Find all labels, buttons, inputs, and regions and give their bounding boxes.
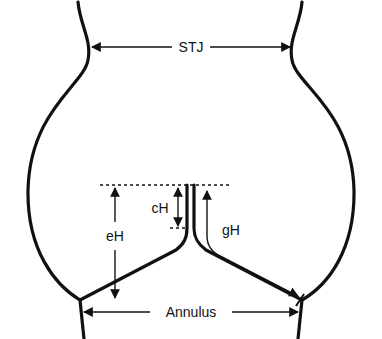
- gh-label: gH: [220, 222, 242, 238]
- eh-label: eH: [104, 228, 126, 244]
- coaptation-top-dashed: [100, 184, 232, 185]
- annulus-dimension-right: [232, 311, 298, 312]
- right-leaflet: [194, 185, 302, 300]
- coaptation-bottom-dashed: [170, 227, 187, 228]
- stj-dimension-right: [210, 46, 290, 47]
- gh-dimension: [207, 191, 298, 296]
- annulus-dimension-left: [84, 311, 150, 312]
- stj-label: STJ: [177, 39, 206, 55]
- eh-dimension-lower: [114, 250, 115, 298]
- ch-label: cH: [149, 200, 170, 216]
- left-root-wall: [28, 2, 89, 339]
- annulus-label: Annulus: [164, 304, 219, 320]
- eh-dimension-upper: [114, 188, 115, 222]
- annulus-tick: [296, 294, 304, 306]
- left-leaflet: [80, 185, 187, 300]
- right-root-wall: [291, 2, 354, 339]
- stj-dimension-left: [92, 46, 172, 47]
- ch-dimension: [177, 188, 178, 226]
